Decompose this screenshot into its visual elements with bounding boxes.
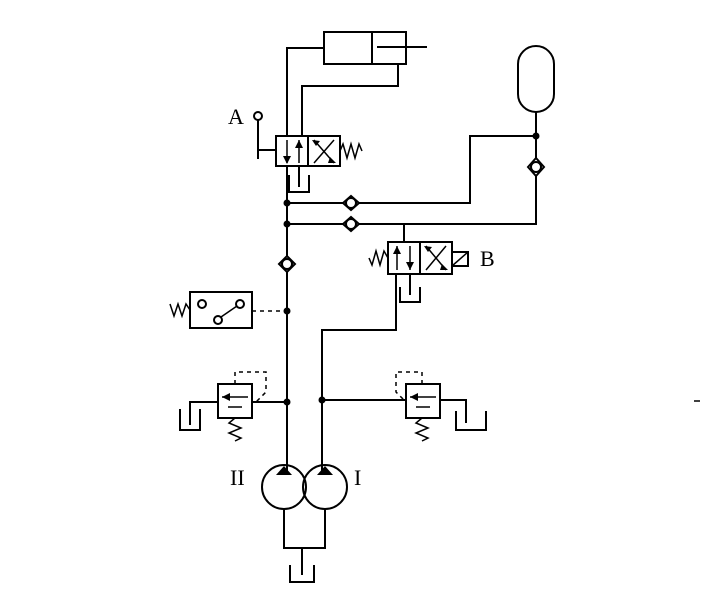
check-valve-main [277,254,297,274]
valve-b-label: B [480,246,495,271]
accumulator [517,45,555,140]
spring-icon [169,301,191,319]
spring-icon [339,141,363,161]
tank-icon [288,165,310,193]
pump-ii [261,464,307,510]
check-valve-middle [341,215,361,233]
spring-icon [227,417,243,442]
spring-icon [414,417,430,442]
pump-i [302,464,348,510]
cylinder-port-line-right [301,63,399,137]
directional-valve-a [253,111,363,167]
pump-suction-line [283,508,326,549]
pressure-switch [169,291,253,329]
tank-icon [289,547,315,583]
valve-b-supply-line [358,223,405,243]
relief-valve-right [395,371,441,442]
spring-icon [368,248,389,268]
valve-b-outlet-line [321,273,397,399]
tank-icon [399,273,421,303]
pump-ii-label: II [230,465,245,490]
relief-valve-left [217,371,267,442]
check-valve-upper [341,194,361,212]
tank-icon [179,401,219,431]
directional-valve-b [368,241,469,275]
solenoid-icon [451,251,469,267]
tank-icon [439,399,487,431]
manual-actuator-knob-icon [253,111,263,121]
cylinder-port-line-left [286,47,325,137]
accumulator-feed-line [358,135,537,204]
valve-a-label: A [228,104,244,129]
hydraulic-cylinder [323,31,427,65]
pump-i-label: I [354,465,361,490]
accumulator-return-line [358,175,537,225]
check-valve-accumulator [526,156,546,178]
